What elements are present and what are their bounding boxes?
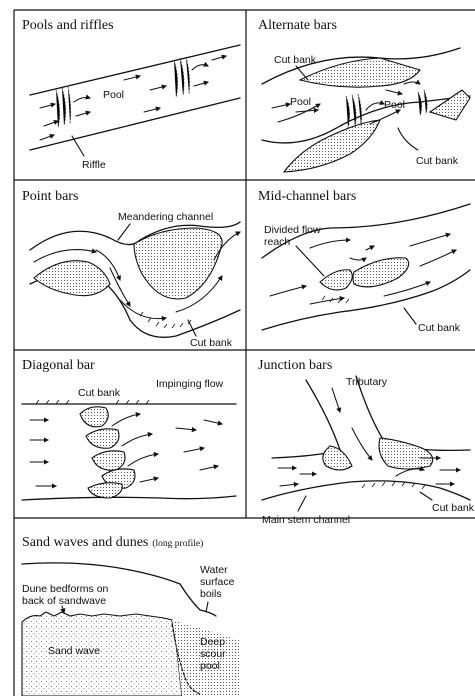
alternate-bar-lower [284,120,380,172]
junction-bar-right [379,438,433,469]
cut-bank-label-1: Cut bank [274,54,317,66]
panel-title: Pools and riffles [22,18,114,33]
meandering-channel-label: Meandering channel [118,211,213,223]
flow-arrows [40,56,226,140]
panel-title-note: (long profile) [152,538,203,549]
pool-label-2: Pool [384,99,405,111]
panel-title: Diagonal bar [22,358,95,373]
pool-label: Pool [103,89,124,101]
tributary-label: Tributary [346,376,388,388]
cut-bank-label: Cut bank [190,337,233,349]
diagonal-bar [80,407,135,498]
alternate-bar-right [430,90,470,120]
point-bar-lower [34,261,110,296]
water-surface-label-2: surface [200,576,235,588]
flow-arrows [278,388,460,486]
riffle-label: Riffle [82,159,106,171]
panel-sand-waves-and-dunes: Sand waves and dunes (long profile) Water… [22,535,240,696]
panel-title-main: Sand waves and dunes [22,535,148,550]
water-surface-label-1: Water [200,564,228,576]
divided-flow-label-2: reach [264,236,290,248]
deep-scour-pool-label-3: pool [200,660,220,672]
cut-bank-label: Cut bank [432,502,475,514]
cut-bank-label-2: Cut bank [416,155,459,167]
panel-title: Mid-channel bars [258,189,356,204]
divided-flow-label-1: Divided flow [264,224,321,236]
deep-scour-pool-label-2: scour [200,648,226,660]
impinging-flow-label: Impinging flow [156,378,224,390]
point-bar-upper [134,228,222,299]
panel-point-bars: Point bars Meandering channel Cut bank [22,189,240,349]
cut-bank-label: Cut bank [78,387,121,399]
dune-bedforms-label-2: back of sandwave [22,595,106,607]
panel-mid-channel-bars: Mid-channel bars Divided flow reach Cut … [258,189,470,334]
sand-wave-body [22,612,182,696]
water-surface-label-3: boils [200,588,222,600]
panel-diagonal-bar: Diagonal bar Cut bank Impinging flow [22,358,236,500]
panel-junction-bars: Junction bars Tributary Cut bank Main st… [258,358,475,526]
deep-scour-pool-label-1: Deep [200,636,225,648]
mid-channel-bar-1 [320,270,352,290]
panel-title: Point bars [22,189,78,204]
panel-alternate-bars: Alternate bars Cut bank Pool Pool Cut ba… [258,18,470,172]
panel-title: Alternate bars [258,18,337,33]
mid-channel-bar-2 [353,258,409,287]
sand-wave-label: Sand wave [48,645,100,657]
pool-label-1: Pool [290,96,311,108]
junction-bar-left [323,446,352,470]
panel-title: Sand waves and dunes (long profile) [22,535,203,550]
cut-bank-label: Cut bank [418,322,461,334]
panel-pools-and-riffles: Pools and riffles Pool Riffle [22,18,240,171]
panel-title: Junction bars [258,358,332,373]
main-stem-channel-label: Main stem channel [262,514,350,526]
dune-bedforms-label-1: Dune bedforms on [22,583,109,595]
